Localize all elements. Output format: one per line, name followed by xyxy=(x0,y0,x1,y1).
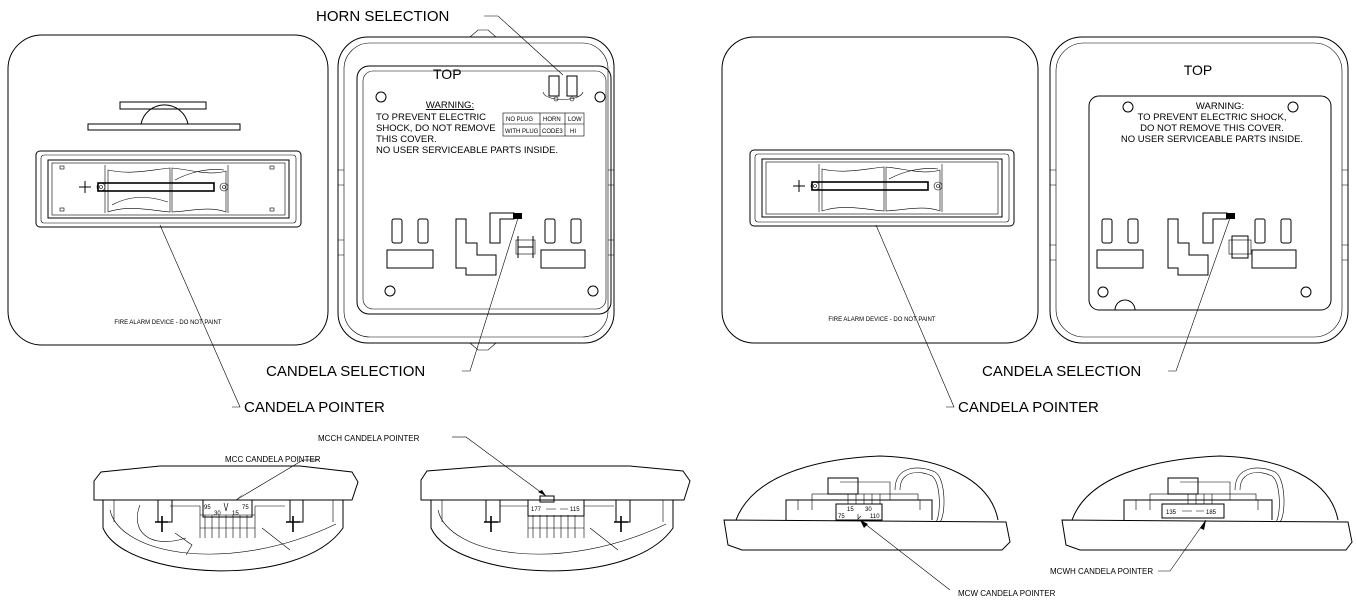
right-warning-line-2: DO NOT REMOVE THIS COVER. xyxy=(1140,123,1284,134)
left-top-label: TOP xyxy=(433,66,462,82)
left-cover-text: FIRE ALARM DEVICE - DO NOT PAINT xyxy=(114,320,221,326)
candela-selection-label-right: CANDELA SELECTION xyxy=(982,363,1141,380)
horn-selection-label: HORN SELECTION xyxy=(316,8,449,25)
horn-table-r1c1: NO PLUG xyxy=(506,117,533,123)
mcch-pointer-label: MCCH CANDELA POINTER xyxy=(318,434,420,443)
candela-pointer-label-left: CANDELA POINTER xyxy=(244,399,385,416)
right-front-cover: FIRE ALARM DEVICE - DO NOT PAINT xyxy=(721,36,1039,344)
mcc-scale-30: 30 xyxy=(214,511,221,517)
left-front-cover: FIRE ALARM DEVICE - DO NOT PAINT xyxy=(7,34,329,346)
right-back-plate: TOP WARNING: TO PREVENT ELECTRIC SHOCK, … xyxy=(1049,36,1349,344)
right-warning-line-3: NO USER SERVICEABLE PARTS INSIDE. xyxy=(1121,134,1303,145)
mcch-scale-177: 177 xyxy=(531,507,542,513)
mcc-pointer-label: MCC CANDELA POINTER xyxy=(225,455,321,464)
mcc-side-view: 95 75 30 15 xyxy=(93,459,359,572)
right-cover-text: FIRE ALARM DEVICE - DO NOT PAINT xyxy=(828,317,935,323)
mcwh-scale-135: 135 xyxy=(1166,510,1177,516)
mcc-scale-15: 15 xyxy=(232,511,239,517)
right-warning-line-1: TO PREVENT ELECTRIC SHOCK, xyxy=(1137,112,1286,123)
left-warning-line-1: TO PREVENT ELECTRIC xyxy=(376,112,486,123)
mcw-pointer-label: MCW CANDELA POINTER xyxy=(958,589,1056,598)
candela-pointer-label-right: CANDELA POINTER xyxy=(958,399,1099,416)
candela-selection-label-left: CANDELA SELECTION xyxy=(266,363,425,380)
left-warning-title: WARNING: xyxy=(426,100,474,111)
right-top-label: TOP xyxy=(1184,62,1213,78)
mcwh-side-view: 135 185 xyxy=(1061,455,1353,572)
mcc-scale-75: 75 xyxy=(242,505,249,511)
left-warning-line-2: SHOCK, DO NOT REMOVE xyxy=(376,123,496,134)
callout-leaders xyxy=(159,15,1231,408)
horn-table-r2c1: WITH PLUG xyxy=(505,129,539,135)
mcw-scale-15: 15 xyxy=(847,507,854,513)
horn-table-r1c3: LOW xyxy=(568,117,582,123)
left-warning-line-3: THIS COVER. xyxy=(376,134,437,145)
horn-table-r2c3: HI xyxy=(570,129,576,135)
mcwh-pointer-label: MCWH CANDELA POINTER xyxy=(1050,567,1153,576)
mcc-scale-95: 95 xyxy=(204,505,211,511)
left-warning-line-4: NO USER SERVICEABLE PARTS INSIDE. xyxy=(376,145,558,156)
mcch-side-view: 177 115 xyxy=(420,436,691,572)
mcwh-scale-185: 185 xyxy=(1206,510,1217,516)
mcw-scale-75: 75 xyxy=(838,514,845,520)
horn-table-r1c2: HORN xyxy=(543,117,561,123)
mcw-side-view: 15 30 75 110 xyxy=(723,455,1011,591)
mcch-scale-115: 115 xyxy=(570,507,580,513)
left-back-plate: TOP WARNING: TO PREVENT ELECTRIC SHOCK, … xyxy=(337,29,615,351)
horn-table-r2c2: CODE3 xyxy=(542,129,563,135)
right-warning-title: WARNING: xyxy=(1196,101,1244,112)
horn-table: NO PLUG HORN LOW WITH PLUG CODE3 HI xyxy=(502,112,585,137)
mcw-scale-110: 110 xyxy=(870,514,880,520)
mcw-scale-30: 30 xyxy=(865,507,872,513)
